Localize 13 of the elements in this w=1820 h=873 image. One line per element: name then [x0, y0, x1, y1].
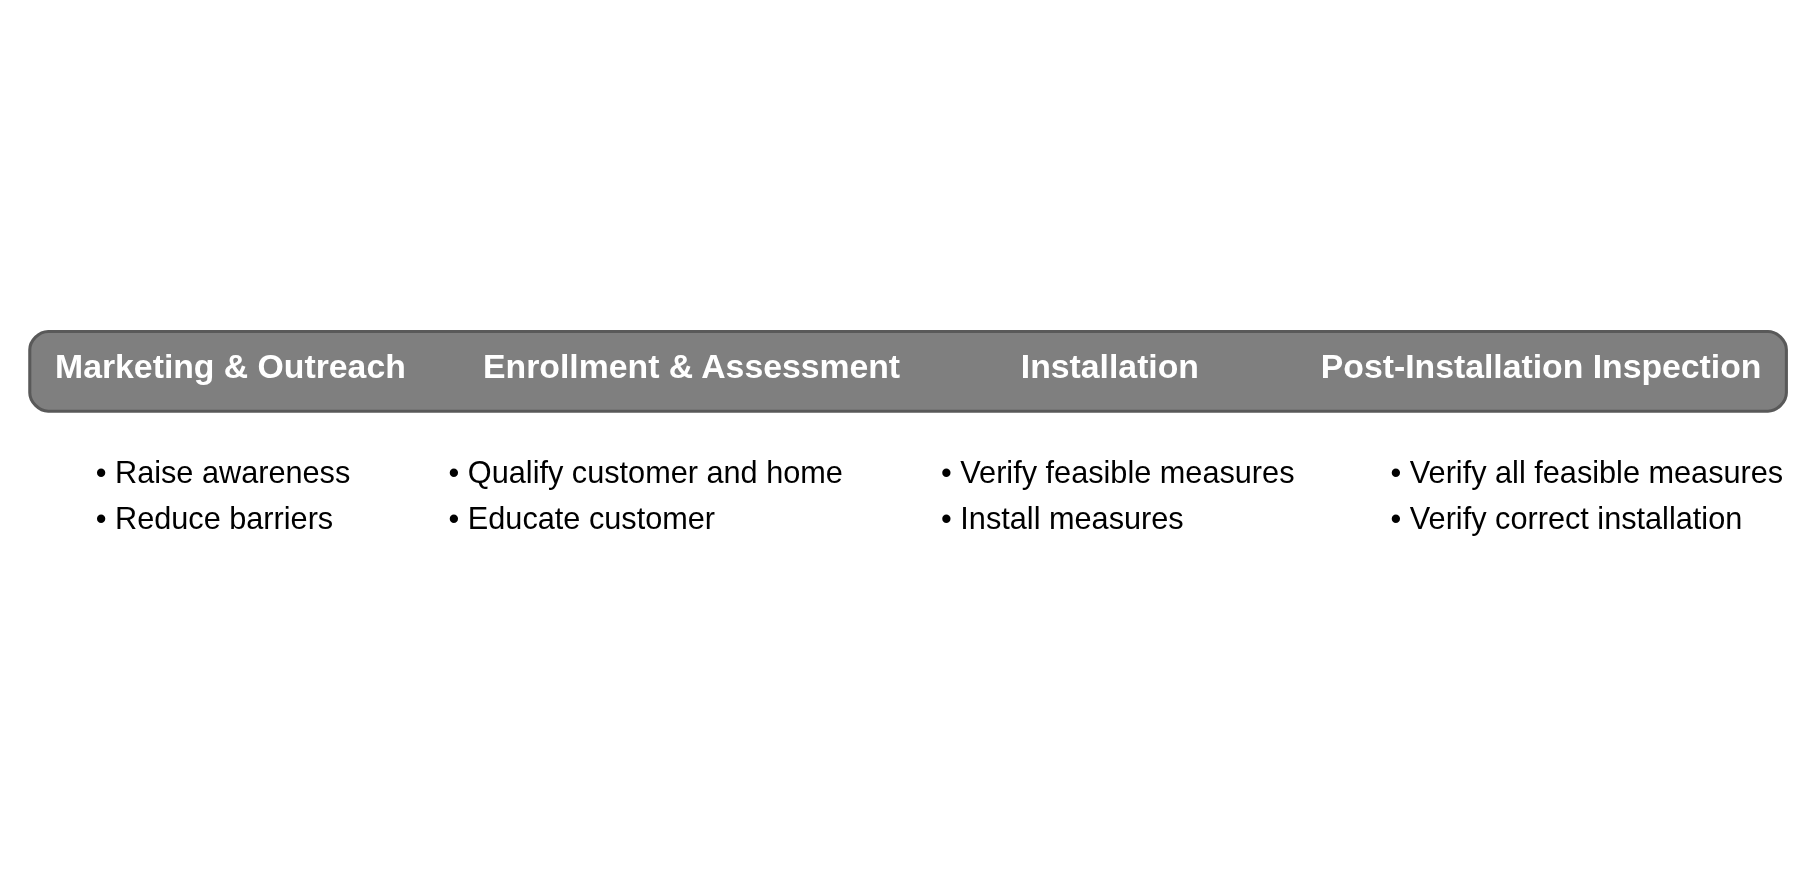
node-label: • Reduce barriers [95, 501, 334, 537]
node-label: • Educate customer [448, 501, 716, 537]
node-label: • Raise awareness [95, 455, 351, 491]
node-text: Enrollment & Assessment [483, 347, 901, 386]
node-label: • Qualify customer and home [448, 455, 843, 491]
node-text: Post-Installation Inspection [1320, 347, 1762, 386]
node-label: • Verify all feasible measures [1390, 455, 1784, 491]
node-text: Marketing & Outreach [55, 347, 406, 386]
node-text: Installation [1020, 347, 1199, 386]
node-label: • Verify correct installation [1390, 501, 1743, 537]
node-label: • Install measures [941, 501, 1184, 537]
node-label: • Verify feasible measures [941, 455, 1295, 491]
cluster [28, 329, 1788, 413]
